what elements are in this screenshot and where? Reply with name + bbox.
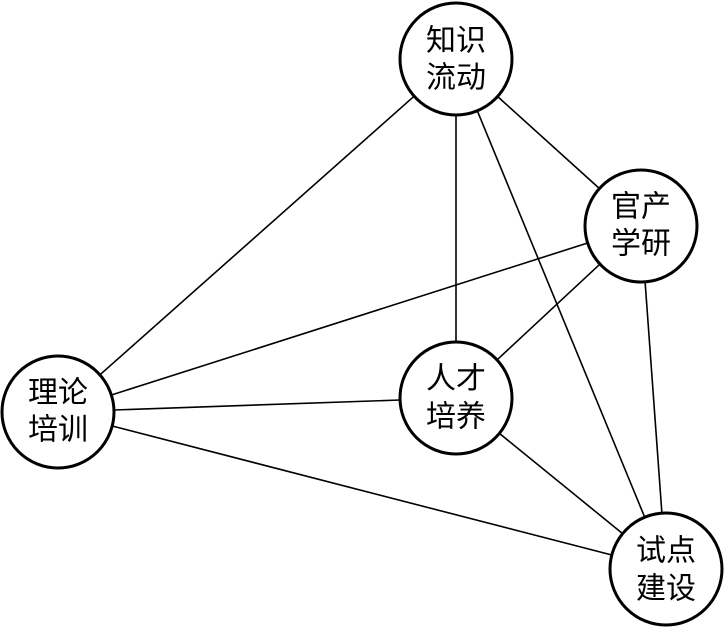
edge-knowledge-pilot [476,110,646,518]
edge-gcy-talent [496,263,601,361]
node-theory-line1: 理论 [28,376,88,411]
edges-layer [99,95,663,556]
node-talent-line2: 培养 [426,400,486,435]
node-knowledge-line1: 知识 [426,24,486,59]
node-pilot-circle [608,511,724,627]
edge-theory-pilot [111,425,612,556]
node-theory: 理论 培训 [0,354,116,470]
edge-knowledge-gcy [497,95,600,190]
node-theory-line2: 培训 [28,413,88,448]
edge-talent-pilot [498,432,624,535]
node-talent-line1: 人才 [426,362,486,397]
node-pilot-line2: 建设 [636,572,696,607]
edge-theory-talent [113,399,401,411]
node-theory-circle [0,354,116,470]
edge-gcy-theory [111,242,588,396]
node-talent-circle [398,340,514,456]
node-gcy-line2: 学研 [611,227,671,262]
edge-knowledge-theory [99,95,415,376]
node-pilot: 试点 建设 [608,511,724,627]
node-talent: 人才 培养 [398,340,514,456]
edge-gcy-pilot [644,281,663,514]
node-knowledge-line2: 流动 [426,61,486,96]
node-gcy-circle [583,168,699,284]
node-gcy: 官产 学研 [583,168,699,284]
node-gcy-line1: 官产 [611,190,671,225]
node-knowledge: 知识 流动 [398,1,514,117]
node-knowledge-circle [398,1,514,117]
node-pilot-line1: 试点 [636,534,696,569]
